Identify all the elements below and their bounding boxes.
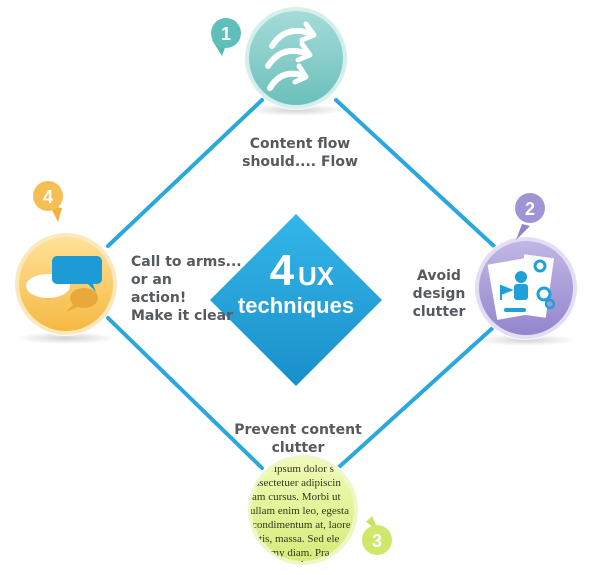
technique-label-3: Prevent content clutter	[234, 422, 362, 456]
diamond-lines	[106, 98, 499, 470]
svg-text:Make it clear: Make it clear	[131, 308, 233, 324]
center-suffix: UX	[298, 261, 335, 291]
badge-3: 3	[362, 516, 392, 555]
svg-text:action!: action!	[131, 290, 186, 306]
line-bottom-left	[106, 316, 264, 470]
svg-text:should.... Flow: should.... Flow	[242, 154, 358, 170]
svg-text:mmy diam. Pra: mmy diam. Pra	[262, 547, 330, 559]
svg-text:ttis, massa. Sed ele: ttis, massa. Sed ele	[256, 533, 340, 545]
technique-node-2: 2	[474, 193, 578, 346]
svg-text:ipsum dolor s: ipsum dolor s	[274, 463, 334, 475]
svg-text:Call to arms...: Call to arms...	[131, 254, 242, 270]
technique-label-4: Call to arms... or an action! Make it cl…	[131, 254, 242, 324]
badge-2-number: 2	[525, 199, 535, 219]
line-top-right	[334, 98, 498, 250]
speech-bubbles-icon	[26, 256, 102, 312]
svg-text:condimentum at, laore: condimentum at, laore	[252, 519, 351, 531]
svg-text:clutter: clutter	[413, 304, 466, 320]
technique-node-3: ipsum dolor s ssectetuer adipiscin am cu…	[247, 454, 392, 571]
svg-text:Prevent content: Prevent content	[234, 422, 362, 438]
svg-text:ssectetuer adipiscin: ssectetuer adipiscin	[255, 477, 341, 489]
center-diamond: 4 UX techniques	[210, 214, 382, 386]
flow-arrows-icon	[265, 21, 317, 91]
line-bottom-right	[336, 322, 499, 470]
center-number: 4	[270, 246, 295, 295]
technique-node-4: 4	[14, 181, 118, 344]
design-workflow-icon	[487, 254, 556, 320]
badge-1: 1	[211, 18, 241, 56]
svg-text:Avoid: Avoid	[417, 268, 461, 284]
badge-4: 4	[33, 181, 63, 222]
lorem-text-icon: ipsum dolor s ssectetuer adipiscin am cu…	[250, 463, 351, 571]
svg-text:ullam enim leo, egesta: ullam enim leo, egesta	[250, 505, 349, 517]
technique-label-2: Avoid design clutter	[413, 268, 466, 320]
badge-1-number: 1	[221, 24, 231, 44]
badge-4-number: 4	[43, 187, 53, 207]
svg-text:or an: or an	[131, 272, 172, 288]
svg-text:am cursus. Morbi ut: am cursus. Morbi ut	[252, 491, 341, 503]
badge-3-number: 3	[372, 531, 382, 551]
center-word: techniques	[238, 293, 354, 318]
line-top-left	[106, 98, 264, 248]
badge-2: 2	[515, 193, 545, 240]
svg-text:Content flow: Content flow	[250, 136, 351, 152]
svg-text:design: design	[413, 286, 466, 302]
svg-text:clutter: clutter	[272, 440, 325, 456]
technique-node-1: 1	[211, 6, 348, 116]
technique-label-1: Content flow should.... Flow	[242, 136, 358, 170]
